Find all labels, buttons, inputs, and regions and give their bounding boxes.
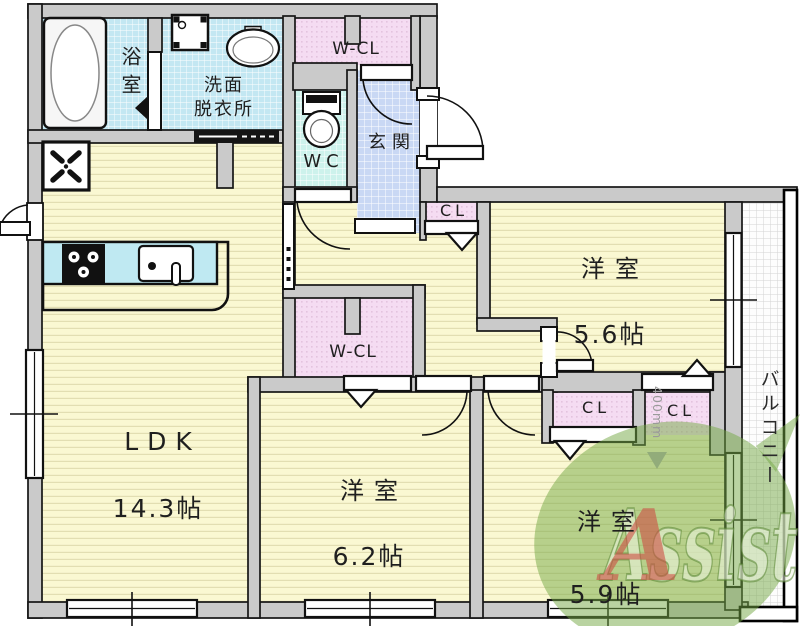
cl1-floor: [553, 390, 633, 428]
room62-size: 6.2帖: [332, 542, 406, 572]
room59-name: 洋室: [577, 508, 645, 536]
bathtub-icon: [42, 16, 108, 130]
wall-62-59-divider: [469, 389, 484, 619]
watermark-leaf: [534, 421, 796, 626]
cl2-label: CL: [666, 401, 696, 420]
room56-size: 5.6帖: [573, 320, 647, 350]
front-door: [416, 87, 485, 169]
room62-label: 洋室 6.2帖: [330, 443, 408, 606]
room56-door: [540, 326, 595, 378]
bath-label: 浴室: [118, 46, 142, 102]
wcl-top-door: [359, 63, 414, 125]
wcl-top-label: W-CL: [332, 39, 380, 59]
wc-label: WC: [303, 151, 344, 172]
kitchen-counter: [41, 240, 230, 312]
room56-name: 洋室: [581, 255, 649, 284]
ldk-sliding-door: [282, 203, 295, 290]
ldk-size: 14.3帖: [112, 493, 204, 523]
wcl-top-notch: [344, 15, 361, 45]
back-door: [0, 202, 44, 241]
cl-hall-folding-door: [423, 219, 480, 252]
wall-cl1-west: [541, 389, 554, 444]
wall-wcl-mid-north: [282, 284, 426, 299]
room56-label: 洋室 5.6帖: [571, 221, 649, 384]
wall-ldk-62-divider: [247, 376, 261, 619]
watermark-text: Assist: [599, 489, 798, 604]
room59-size: 5.9帖: [569, 580, 643, 609]
room59-door: [482, 374, 541, 436]
cl2-folding-door: [640, 358, 715, 392]
wall-top: [27, 3, 438, 19]
wall-genkan-west: [346, 69, 358, 203]
room56-floor: [490, 202, 728, 377]
watermark-leaf-tip: [756, 414, 800, 472]
washroom-sliding-door: [194, 130, 279, 143]
depth-note-label: 400mm: [649, 386, 665, 440]
cl-hall-floor: [426, 200, 477, 222]
window-62-bottom: [303, 592, 437, 626]
wall-56-step: [476, 317, 558, 332]
genkan-step: [354, 218, 416, 234]
window-56-balcony: [710, 231, 757, 369]
cl1-label: CL: [581, 398, 611, 417]
kitchen-sink-icon: [137, 244, 195, 286]
washing-machine-pan-icon: [170, 13, 210, 52]
wcl-mid-notch: [344, 297, 361, 335]
wall-wcl-top-east: [410, 15, 421, 91]
cl-hall-label: CL: [439, 201, 469, 220]
wall-wcl-mid-east: [412, 284, 426, 391]
window-ldk-bottom: [65, 592, 199, 626]
wall-bath-divider: [147, 17, 163, 53]
range-hood-square-icon: [41, 140, 91, 192]
window-ldk-left: [10, 348, 58, 480]
wc-door: [293, 187, 353, 250]
washroom-label: 洗面 脱衣所: [194, 75, 254, 120]
vanity-sink-icon: [225, 25, 281, 68]
wcl-mid-folding-door: [342, 374, 413, 409]
wall-stub-kitchen: [216, 141, 234, 189]
room62-door: [414, 374, 473, 436]
room62-floor: [260, 377, 472, 602]
room59-label: 洋室 5.9帖: [567, 468, 645, 626]
watermark-accent-letter: A: [596, 489, 680, 604]
ldk-name: LDK: [124, 427, 201, 457]
balcony-label: バルコニー: [757, 369, 780, 489]
watermark: Assist A: [534, 414, 800, 626]
genkan-label: 玄関: [368, 132, 416, 153]
toilet-icon: [302, 91, 341, 149]
wall-right-section-top: [436, 186, 798, 203]
wcl-mid-label: W-CL: [329, 342, 377, 362]
room62-name: 洋室: [340, 477, 408, 506]
ldk-label: LDK 14.3帖: [113, 393, 204, 558]
bath-door: [135, 51, 162, 131]
wall-left: [27, 3, 43, 619]
gas-stove-icon: [62, 244, 105, 284]
